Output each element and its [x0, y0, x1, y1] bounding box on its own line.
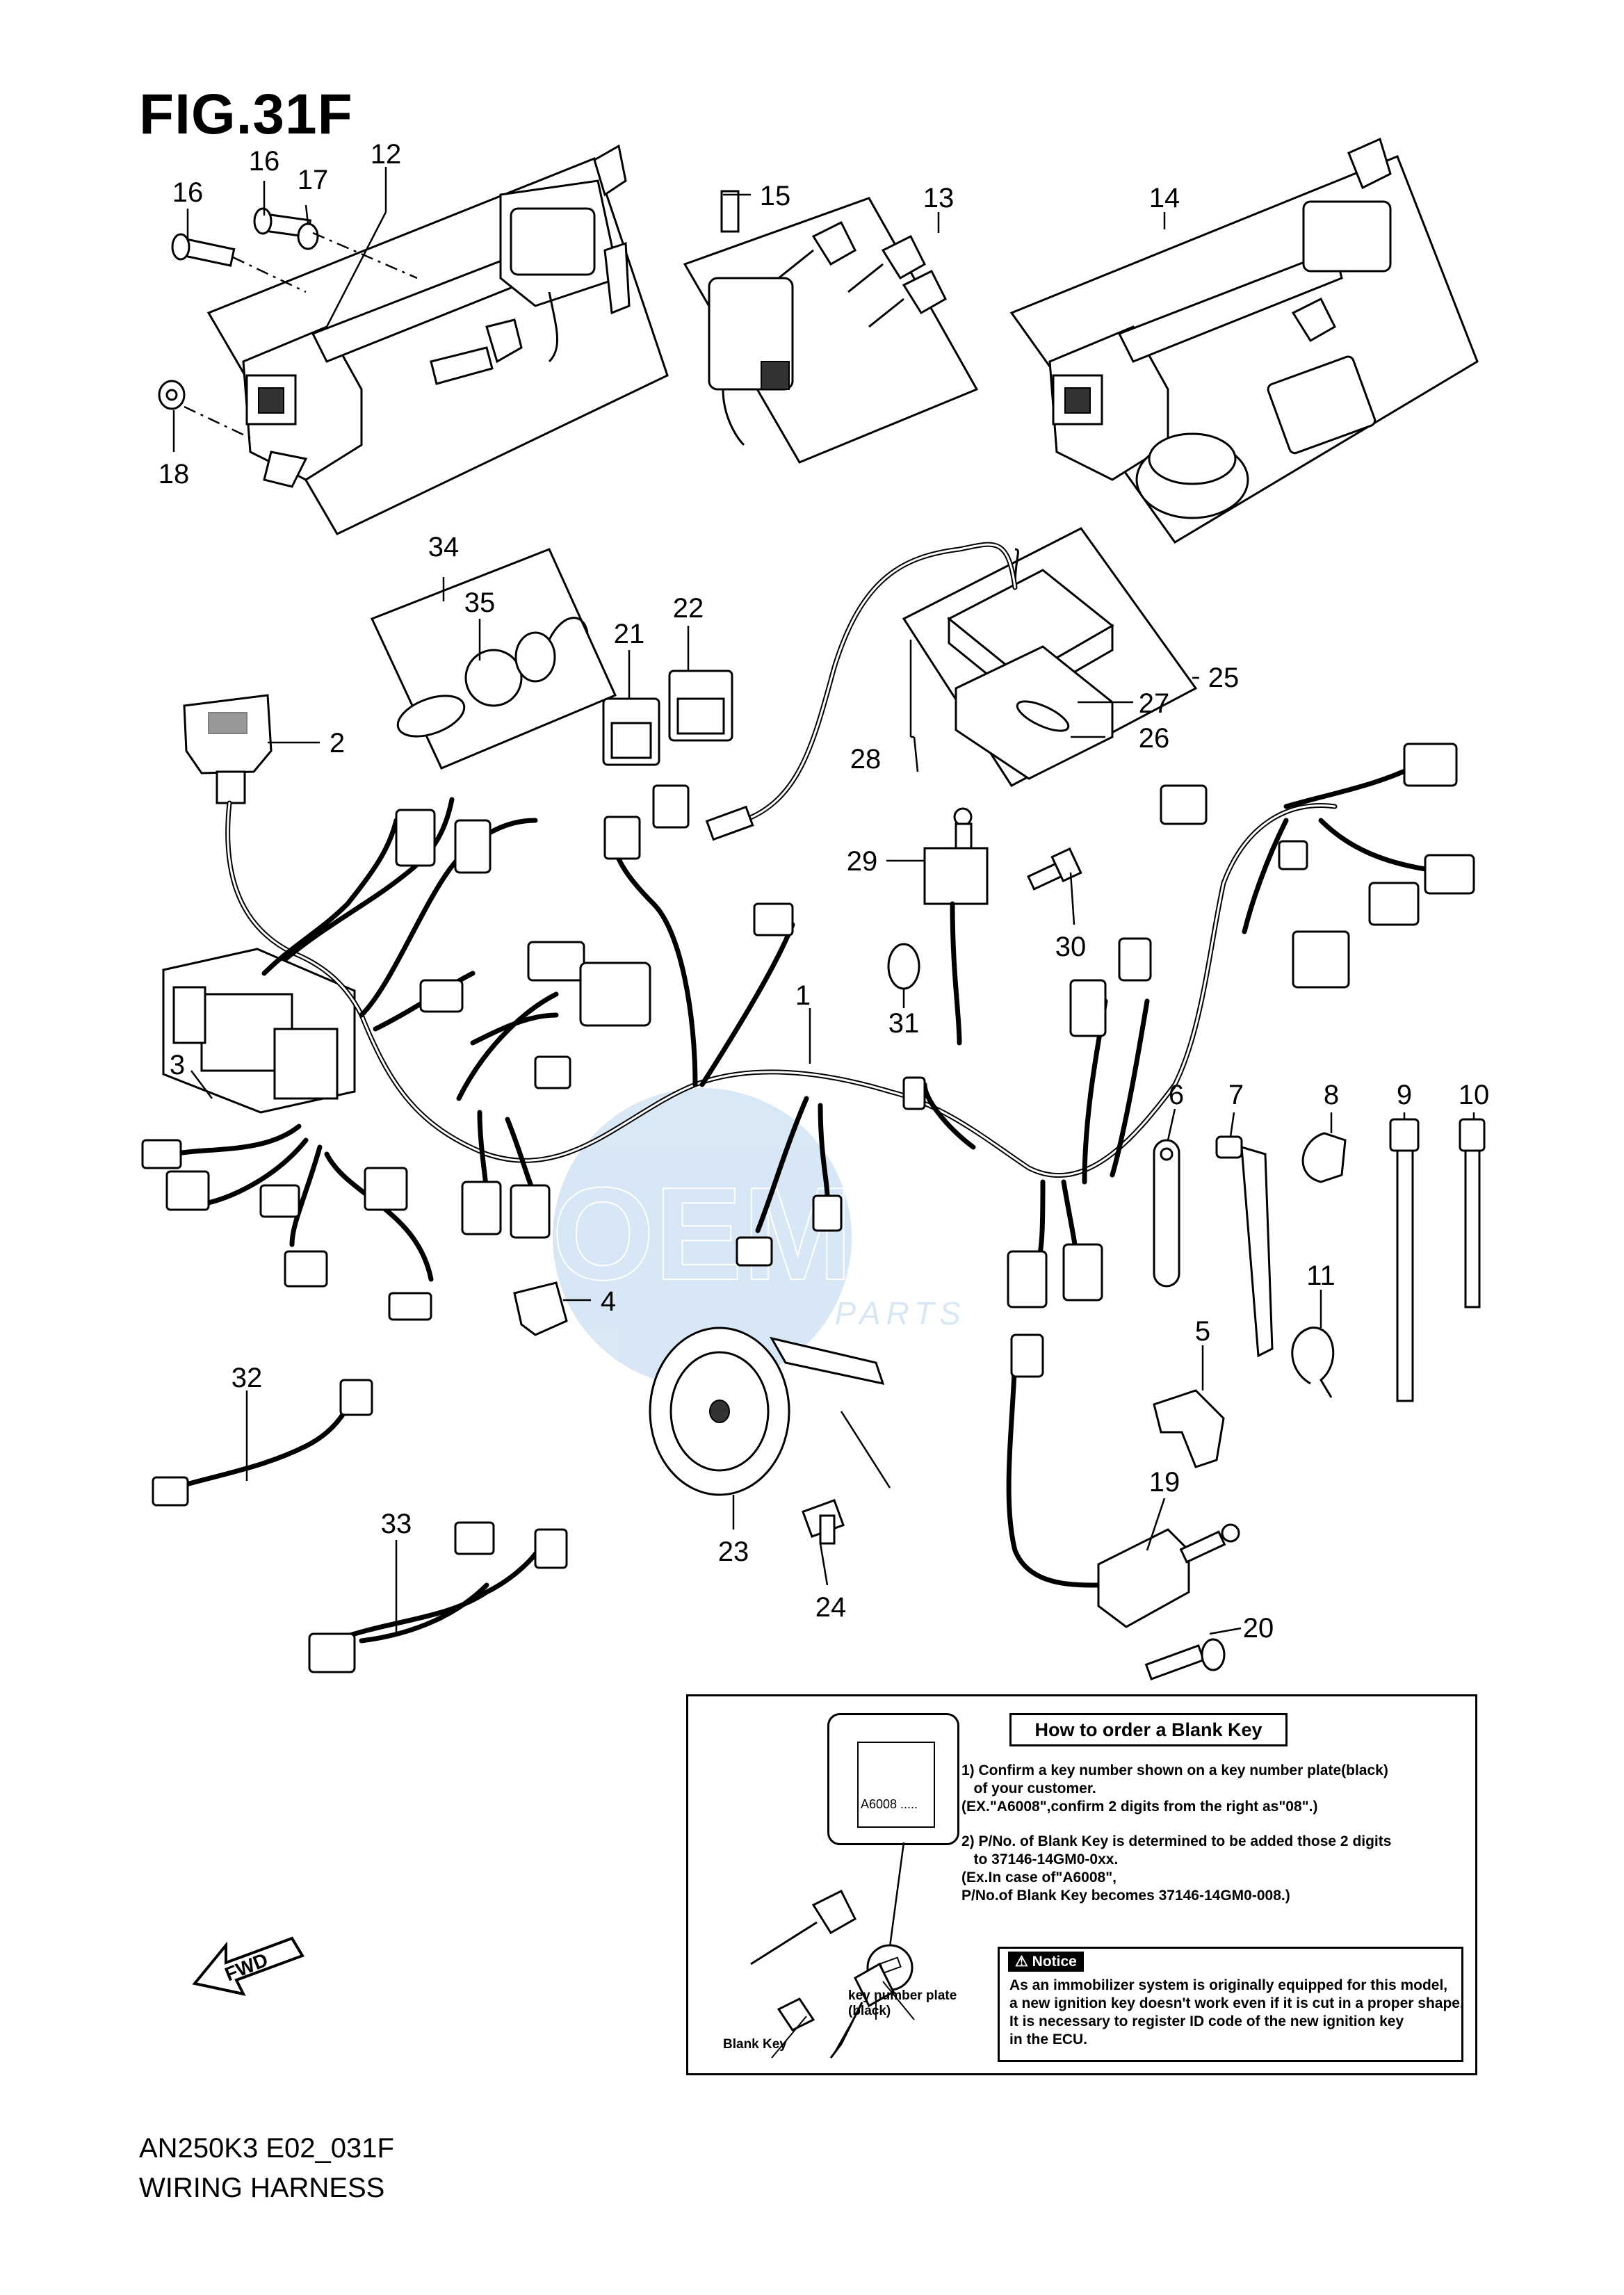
- sub-harness-32: [152, 1379, 373, 1507]
- clip-11: [1291, 1327, 1335, 1398]
- clamp-5: [1153, 1389, 1225, 1468]
- tie-10: [1459, 1118, 1486, 1308]
- callout-33: 33: [381, 1509, 412, 1539]
- watermark-logo: OEM MOTORPARTS: [551, 1088, 966, 1387]
- callout-21: 21: [614, 619, 645, 649]
- callout-35: 35: [464, 587, 496, 618]
- junction-box-3: [162, 948, 356, 1114]
- callout-9: 9: [1397, 1080, 1412, 1110]
- callout-20: 20: [1243, 1613, 1274, 1644]
- callout-8: 8: [1324, 1080, 1339, 1110]
- ignition-switch-assembly-12: [206, 144, 669, 535]
- callout-12: 12: [371, 139, 402, 170]
- socket-set-34: [370, 548, 617, 770]
- svg-text:OEM: OEM: [552, 1160, 853, 1308]
- info-heading: How to order a Blank Key: [1009, 1713, 1288, 1746]
- callout-4: 4: [601, 1286, 616, 1317]
- callout-23: 23: [718, 1536, 749, 1567]
- blank-key-info-panel: How to order a Blank Key A6008 ..... key…: [686, 1694, 1477, 2075]
- bushing-31: [887, 943, 920, 990]
- fwd-arrow-icon: FWD: [192, 1936, 304, 1996]
- callout-7: 7: [1228, 1080, 1244, 1110]
- key-plate-code: A6008 .....: [861, 1797, 918, 1811]
- harness-connectors: [141, 743, 1475, 1378]
- leader-lines: [172, 167, 1475, 1635]
- switch-29: [923, 807, 989, 1046]
- figure-title: FIG.31F: [139, 83, 353, 146]
- switch-19: [1097, 1523, 1240, 1628]
- callout-6: 6: [1169, 1080, 1184, 1110]
- relay-21: [602, 697, 660, 766]
- callout-11: 11: [1306, 1260, 1335, 1291]
- callout-18: 18: [159, 459, 190, 489]
- lock-set-14: [1009, 137, 1479, 544]
- ecu-box-25: [705, 527, 1198, 841]
- notice-badge: ⚠ Notice: [1008, 1952, 1084, 1972]
- callout-32: 32: [232, 1363, 263, 1393]
- clip-4: [513, 1281, 568, 1336]
- callout-2: 2: [330, 728, 345, 759]
- bolt-30: [1027, 847, 1082, 891]
- callout-16b: 16: [249, 146, 280, 177]
- notice-label: Notice: [1032, 1954, 1077, 1970]
- washer-17: [297, 222, 319, 250]
- clamp-8: [1301, 1132, 1347, 1183]
- bolt-24: [802, 1499, 845, 1545]
- callout-28: 28: [850, 744, 882, 775]
- callout-17: 17: [298, 165, 329, 195]
- callout-3: 3: [170, 1050, 185, 1080]
- section-name: WIRING HARNESS: [139, 2173, 385, 2203]
- notice-text: As an immobilizer system is originally e…: [1009, 1977, 1464, 2047]
- model-code: AN250K3 E02_031F: [139, 2133, 394, 2164]
- callout-10: 10: [1459, 1080, 1490, 1110]
- clamp-7: [1215, 1135, 1274, 1358]
- callout-19: 19: [1149, 1467, 1180, 1498]
- clamp-6: [1153, 1139, 1180, 1288]
- key-illustration-icon: [750, 1842, 915, 2059]
- callout-1: 1: [795, 980, 811, 1011]
- callout-29: 29: [847, 846, 878, 877]
- callout-14: 14: [1149, 183, 1180, 213]
- callout-13: 13: [923, 183, 955, 213]
- info-step-2: 2) P/No. of Blank Key is determined to b…: [961, 1833, 1392, 1904]
- horn-23: [649, 1327, 885, 1496]
- nut-18: [158, 380, 186, 410]
- callout-34: 34: [428, 532, 460, 562]
- callout-16a: 16: [172, 177, 204, 208]
- blank-key-label: Blank Key: [723, 2037, 787, 2052]
- watermark-text: MOTORPARTS: [688, 1295, 966, 1331]
- screw-16b: [253, 207, 312, 238]
- callout-22: 22: [673, 593, 704, 624]
- callout-26: 26: [1139, 723, 1170, 754]
- screw-15: [720, 190, 740, 233]
- notice-box: ⚠ Notice As an immobilizer system is ori…: [998, 1947, 1464, 2062]
- screw-20: [1144, 1638, 1226, 1680]
- callout-24: 24: [815, 1592, 847, 1623]
- callout-5: 5: [1195, 1316, 1210, 1347]
- key-plate: [857, 1742, 935, 1828]
- tie-9: [1389, 1118, 1420, 1402]
- callout-numbers: 1 2 3 4 5 6 7 8 9 10 11 12 13 14 15 16 1…: [159, 139, 1490, 1644]
- main-connector-2: [183, 694, 273, 804]
- key-set-13: [683, 193, 979, 464]
- key-plate-magnifier: A6008 .....: [827, 1713, 959, 1845]
- info-step-1: 1) Confirm a key number shown on a key n…: [961, 1762, 1388, 1815]
- callout-15: 15: [760, 181, 791, 211]
- sub-harness-33: [308, 1521, 568, 1673]
- relay-22: [668, 670, 733, 742]
- callout-30: 30: [1055, 932, 1087, 962]
- key-plate-label: key number plate (black): [848, 1988, 957, 2018]
- callout-27: 27: [1139, 688, 1170, 719]
- callout-25: 25: [1208, 663, 1240, 693]
- callout-31: 31: [888, 1008, 920, 1039]
- screw-16a: [171, 233, 236, 267]
